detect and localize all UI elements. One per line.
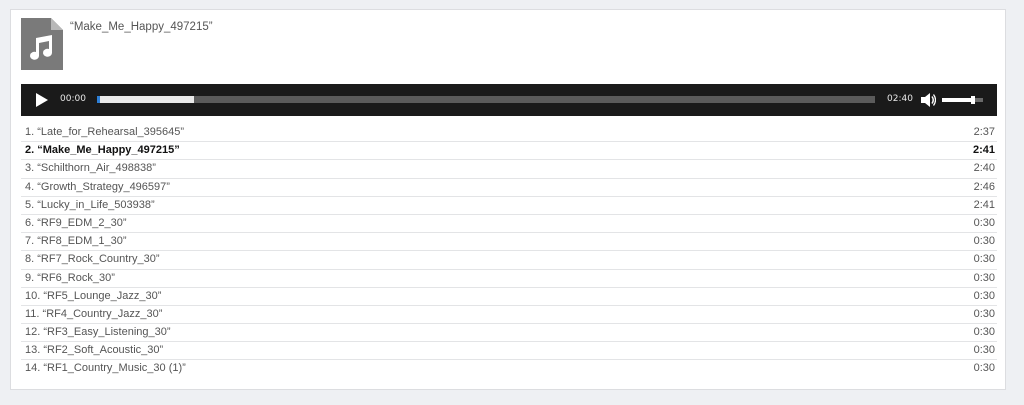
volume-slider[interactable] [942,96,983,104]
playlist-item-name: “Schilthorn_Air_498838” [37,162,156,175]
playlist-item-length: 0:30 [973,216,995,229]
playlist-item[interactable]: 2. “Make_Me_Happy_497215” 2:41 [21,142,997,161]
now-playing-header: “Make_Me_Happy_497215” [21,18,995,86]
playlist-item-title: 10. “RF5_Lounge_Jazz_30” [25,288,161,305]
playlist-item-title: 8. “RF7_Rock_Country_30” [25,251,160,268]
playlist-item-length: 0:30 [973,289,995,302]
playlist-item-name: “RF5_Lounge_Jazz_30” [43,289,162,302]
playlist-item-index: 3. [25,162,35,175]
playlist-item[interactable]: 14. “RF1_Country_Music_30 (1)” 0:30 [21,360,997,377]
current-time: 00:00 [60,94,86,104]
playlist-item-title: 4. “Growth_Strategy_496597” [25,179,170,196]
playlist-item[interactable]: 7. “RF8_EDM_1_30” 0:30 [21,233,997,252]
playlist-item-name: “RF1_Country_Music_30 (1)” [43,362,186,375]
playlist-item-name: “RF6_Rock_30” [37,271,115,284]
playlist-item-length: 2:41 [972,144,995,157]
playlist-item-length: 0:30 [973,362,995,375]
playlist-item-length: 0:30 [973,307,995,320]
playlist-item-name: “Make_Me_Happy_497215” [37,144,180,157]
playlist-item-title: 5. “Lucky_in_Life_503938” [25,197,155,214]
playlist-item-title: 13. “RF2_Soft_Acoustic_30” [25,342,163,359]
playlist: 1. “Late_for_Rehearsal_395645” 2:37 2. “Ma… [21,124,997,378]
playlist-item-length: 0:30 [973,235,995,248]
playlist-item-name: “RF9_EDM_2_30” [37,216,127,229]
playlist-item-index: 11. [25,307,40,320]
playlist-item-index: 6. [25,216,35,229]
playlist-item-index: 14. [25,362,41,375]
playlist-item[interactable]: 1. “Late_for_Rehearsal_395645” 2:37 [21,124,997,143]
progress-loaded [97,96,194,103]
progress-played [97,96,100,103]
now-playing-title: “Make_Me_Happy_497215” [70,21,213,33]
playlist-item-length: 2:41 [973,198,995,211]
playlist-item-index: 1. [25,126,35,138]
playlist-item-name: “RF8_EDM_1_30” [37,235,127,248]
playlist-item[interactable]: 6. “RF9_EDM_2_30” 0:30 [21,215,997,234]
playlist-item-title: 9. “RF6_Rock_30” [25,270,115,287]
playlist-item-length: 0:30 [973,326,995,339]
playlist-item-title: 11. “RF4_Country_Jazz_30” [25,306,162,323]
playlist-item-index: 7. [25,235,35,248]
audio-playlist-widget: “Make_Me_Happy_497215” 00:00 02:40 1. “L… [10,9,1006,390]
playlist-item-name: “Lucky_in_Life_503938” [37,198,155,211]
playlist-item-index: 12. [25,326,41,339]
playlist-item-index: 8. [25,253,35,266]
playlist-item-name: “RF7_Rock_Country_30” [37,253,160,266]
playlist-item-title: 7. “RF8_EDM_1_30” [25,233,127,250]
playlist-item-length: 2:40 [973,162,995,175]
volume-handle[interactable] [971,96,975,104]
playlist-item-title: 3. “Schilthorn_Air_498838” [25,160,156,177]
playlist-item[interactable]: 12. “RF3_Easy_Listening_30” 0:30 [21,324,997,343]
playlist-item-length: 2:46 [973,180,995,193]
playlist-item-index: 10. [25,289,41,302]
playlist-item[interactable]: 9. “RF6_Rock_30” 0:30 [21,270,997,288]
playlist-item-index: 5. [25,198,35,211]
playlist-item-name: “RF3_Easy_Listening_30” [43,326,171,339]
playlist-item[interactable]: 13. “RF2_Soft_Acoustic_30” 0:30 [21,342,997,361]
volume-icon[interactable] [920,92,936,108]
progress-slider[interactable] [97,96,875,103]
playlist-item-index: 2. [25,144,35,157]
playlist-item-name: “RF4_Country_Jazz_30” [42,307,163,320]
playlist-item-name: “RF2_Soft_Acoustic_30” [43,344,164,357]
music-file-icon [21,18,63,70]
playlist-item[interactable]: 5. “Lucky_in_Life_503938” 2:41 [21,197,997,215]
playlist-item[interactable]: 4. “Growth_Strategy_496597” 2:46 [21,179,997,197]
playlist-item-title: 2. “Make_Me_Happy_497215” [25,142,180,159]
audio-player-controls: 00:00 02:40 [21,84,997,116]
playlist-item-index: 9. [25,271,35,284]
volume-remaining [975,98,983,102]
playlist-item-name: “Growth_Strategy_496597” [37,180,170,193]
volume-level [942,98,975,102]
duration-time: 02:40 [887,94,913,104]
playlist-item-length: 0:30 [973,271,995,284]
playlist-item[interactable]: 10. “RF5_Lounge_Jazz_30” 0:30 [21,288,997,306]
playlist-item-title: 1. “Late_for_Rehearsal_395645” [25,124,184,141]
playlist-item-length: 0:30 [973,344,995,357]
playlist-item-title: 14. “RF1_Country_Music_30 (1)” [25,360,186,377]
playlist-item[interactable]: 8. “RF7_Rock_Country_30” 0:30 [21,251,997,270]
playlist-item-length: 2:37 [973,126,995,138]
playlist-item-length: 0:30 [973,253,995,266]
playlist-item-name: “Late_for_Rehearsal_395645” [37,126,185,138]
playlist-item-index: 13. [25,344,41,357]
playlist-item[interactable]: 3. “Schilthorn_Air_498838” 2:40 [21,160,997,179]
play-icon[interactable] [35,92,49,108]
playlist-item-index: 4. [25,180,35,193]
playlist-item[interactable]: 11. “RF4_Country_Jazz_30” 0:30 [21,306,997,325]
playlist-item-title: 6. “RF9_EDM_2_30” [25,215,127,232]
playlist-item-title: 12. “RF3_Easy_Listening_30” [25,324,171,341]
